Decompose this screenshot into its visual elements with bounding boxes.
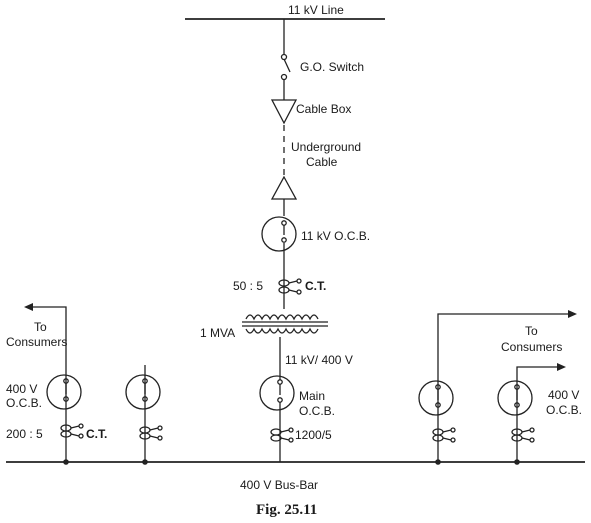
transformer-ratio: 11 kV/ 400 V [285, 353, 353, 367]
figure-caption: Fig. 25.11 [256, 502, 317, 518]
go-switch-icon [280, 53, 291, 81]
underground-label-2: Cable [306, 155, 338, 169]
ct-main-label: 1200/5 [295, 428, 332, 442]
right-ocb-2-label-2: O.C.B. [546, 403, 582, 417]
left-feeder-1-line [30, 306, 67, 462]
right-feeder-1-line [437, 313, 571, 462]
main-ocb-label-2: O.C.B. [299, 404, 335, 418]
line-11kv-label: 11 kV Line [288, 3, 344, 17]
left-consumers-1: To [34, 320, 47, 334]
transformer-rating: 1 MVA [200, 326, 235, 340]
right-ocb-1-icon [418, 380, 454, 416]
left-ocb-1-icon [46, 374, 82, 410]
busbar-label: 400 V Bus-Bar [240, 478, 318, 492]
ocb-11kv-icon [261, 216, 297, 252]
left-ocb-1-label-2: O.C.B. [6, 396, 42, 410]
right-arrow-2-icon [557, 363, 566, 371]
cable-box-icon [270, 99, 298, 125]
main-ocb-label-1: Main [299, 389, 325, 403]
junction-right-1 [435, 459, 441, 465]
ct-left-ratio: 200 : 5 [6, 427, 43, 441]
ct-top-label: C.T. [305, 279, 326, 293]
ct-right-2-icon [511, 427, 535, 443]
ct-left-2-icon [139, 425, 163, 441]
cable-box-label: Cable Box [296, 102, 351, 116]
right-arrow-1-icon [568, 310, 577, 318]
right-consumers-2: Consumers [501, 340, 562, 354]
left-ocb-1-label-1: 400 V [6, 382, 37, 396]
ct-main-icon [270, 427, 294, 443]
ct-top-ratio: 50 : 5 [233, 279, 263, 293]
right-ocb-2-icon [497, 380, 533, 416]
ct-top-icon [278, 278, 302, 295]
left-consumers-2: Consumers [6, 335, 67, 349]
junction-right-2 [514, 459, 520, 465]
cable-box-lower-icon [270, 175, 298, 200]
main-ocb-icon [259, 375, 295, 411]
ct-right-1-icon [432, 427, 456, 443]
ocb-11kv-label: 11 kV O.C.B. [301, 229, 370, 243]
right-feeder-2-line [516, 366, 560, 462]
underground-label-1: Underground [291, 140, 361, 154]
ct-left-1-icon [60, 423, 84, 439]
ct-left-label: C.T. [86, 427, 107, 441]
right-ocb-2-label-1: 400 V [548, 388, 579, 402]
go-switch-label: G.O. Switch [300, 60, 364, 74]
transformer-icon [242, 314, 328, 334]
left-arrow-1-icon [24, 303, 33, 311]
junction-left-2 [142, 459, 148, 465]
right-consumers-1: To [525, 324, 538, 338]
junction-left-1 [63, 459, 69, 465]
left-ocb-2-icon [125, 374, 161, 410]
